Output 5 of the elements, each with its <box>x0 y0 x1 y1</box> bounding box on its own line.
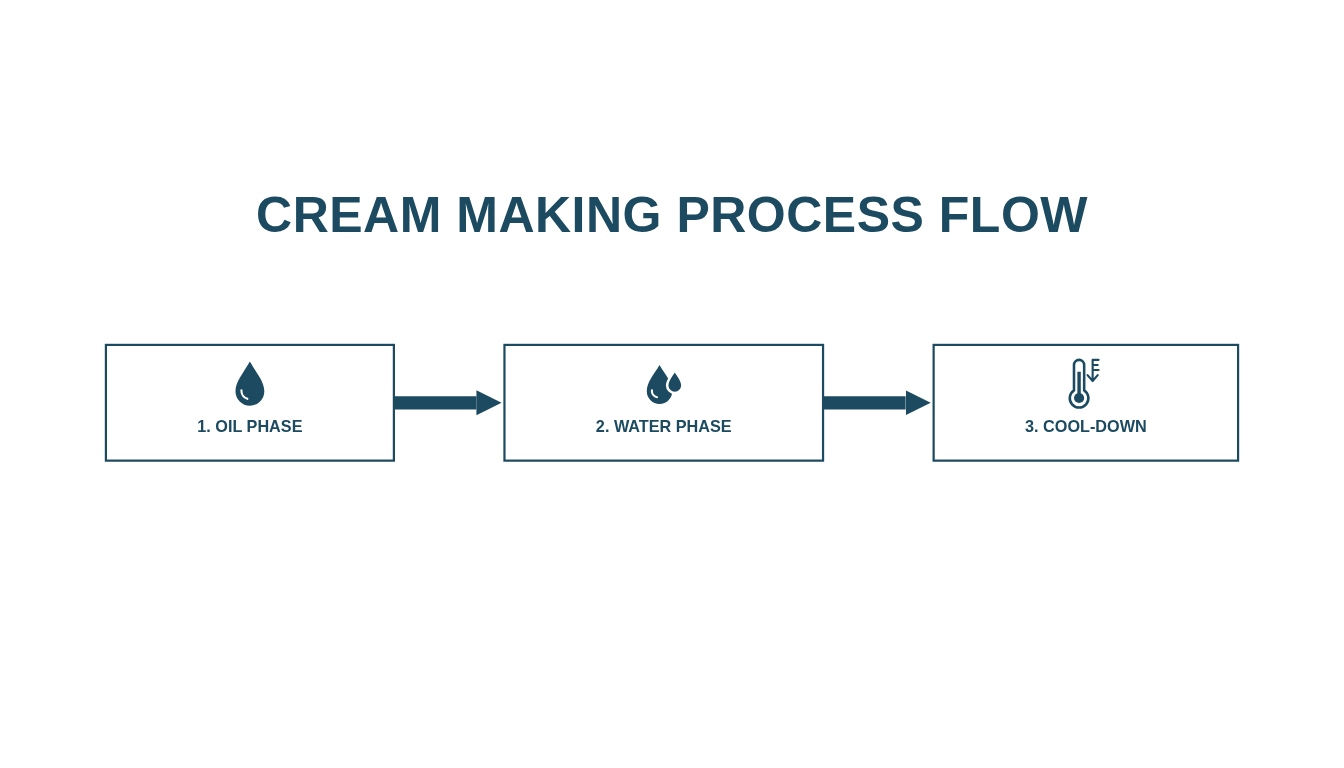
diagram-title: CREAM MAKING PROCESS FLOW <box>255 186 1089 244</box>
node-box <box>104 343 395 462</box>
flowchart: 1. OIL PHASE 2. WATER PHASE 3. COOL-DOWN <box>100 338 1244 467</box>
node-box <box>503 343 825 462</box>
node-box <box>932 343 1240 462</box>
